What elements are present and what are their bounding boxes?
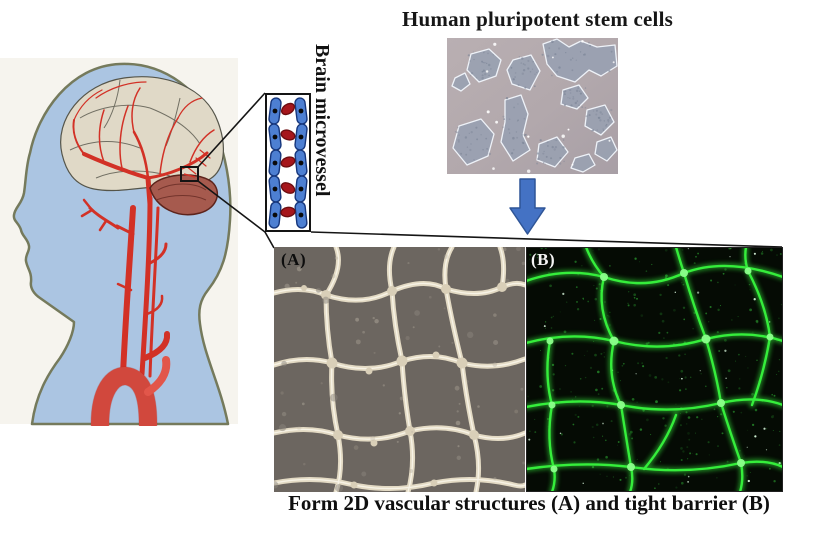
inset-label-brain-microvessel: Brain microvessel bbox=[311, 44, 333, 197]
neck-arteries bbox=[80, 195, 171, 378]
aortic-arch bbox=[90, 356, 171, 426]
stem-speckle-texture bbox=[454, 39, 615, 173]
panel-b-label: (B) bbox=[531, 250, 556, 269]
junction-nodes bbox=[546, 267, 774, 473]
figure-caption: Form 2D vascular structures (A) and tigh… bbox=[288, 491, 770, 515]
panel-a-label: (A) bbox=[281, 250, 307, 269]
stem-cell-micrograph bbox=[447, 38, 618, 174]
red-blood-cells bbox=[280, 102, 296, 218]
roi-vessel-detail bbox=[183, 173, 196, 178]
head-brain-illustration bbox=[0, 58, 238, 426]
cell-nuclei bbox=[272, 108, 304, 218]
panel-b-tight-junction-image bbox=[526, 247, 783, 492]
brain-gyri bbox=[69, 79, 201, 179]
brain-microvessel-inset bbox=[265, 93, 311, 232]
figure-title: Human pluripotent stem cells bbox=[401, 7, 673, 31]
roi-rectangle bbox=[180, 166, 199, 182]
panel-a-vascular-network-image bbox=[274, 247, 525, 492]
down-arrow-icon bbox=[509, 178, 546, 235]
debris-speckles bbox=[274, 247, 525, 492]
stem-cell-colonies bbox=[451, 38, 618, 173]
microvessel-drawing bbox=[268, 97, 308, 229]
